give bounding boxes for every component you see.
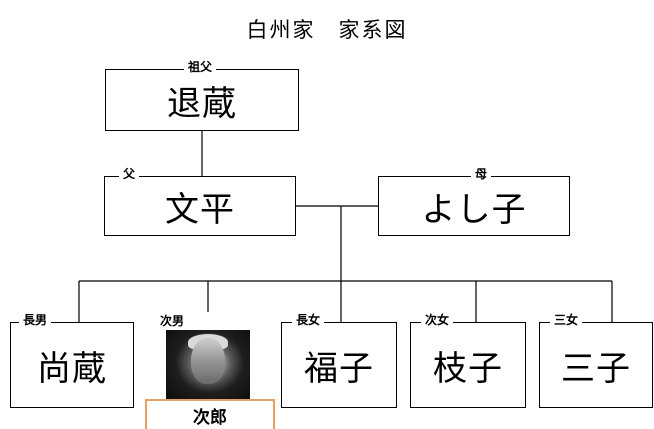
mother-name: よし子	[421, 189, 527, 230]
child-role-4: 次女	[421, 313, 454, 327]
child-role-1: 長男	[19, 313, 52, 327]
father-role: 父	[119, 167, 140, 181]
child-name-1: 尚蔵	[37, 348, 107, 389]
child-role-2: 次男	[160, 314, 185, 328]
father-name: 文平	[165, 189, 235, 230]
child-box-2: 次郎	[145, 399, 275, 429]
child-name-3: 福子	[304, 348, 374, 389]
child-name-5: 三子	[561, 348, 631, 389]
child-box-4: 次女 枝子	[410, 313, 526, 408]
diagram-title: 白州家 家系図	[246, 18, 408, 42]
mother-role: 母	[471, 167, 492, 181]
child-box-3: 長女 福子	[281, 313, 397, 408]
father-box: 父 文平	[104, 167, 296, 236]
child-role-5: 三女	[550, 313, 583, 327]
grandfather-role: 祖父	[184, 60, 217, 74]
portrait-photo	[166, 330, 250, 402]
child-name-2: 次郎	[193, 408, 227, 428]
child-name-4: 枝子	[433, 348, 503, 389]
grandfather-box: 祖父 退蔵	[105, 60, 299, 131]
mother-box: 母 よし子	[378, 167, 570, 236]
child-role-3: 長女	[292, 313, 325, 327]
grandfather-name: 退蔵	[167, 83, 237, 124]
child-box-1: 長男 尚蔵	[10, 313, 134, 408]
child-box-5: 三女 三子	[539, 313, 653, 408]
